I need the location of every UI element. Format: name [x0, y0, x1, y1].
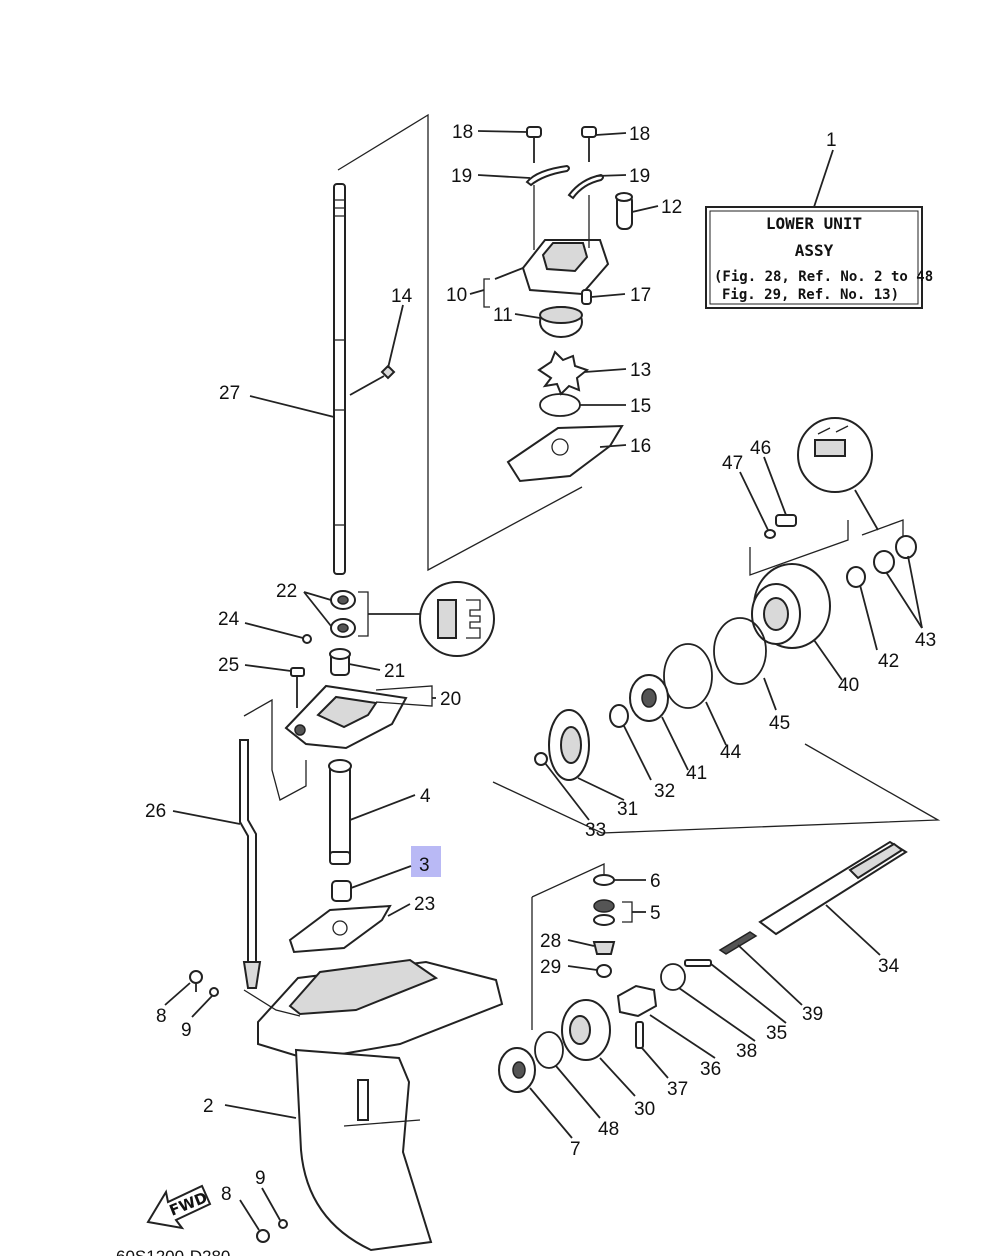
callout-3: 3 [419, 855, 430, 876]
callout-13: 13 [630, 360, 651, 381]
prop-shaft-housing-group [492, 417, 941, 834]
callout-6: 6 [650, 871, 661, 892]
fwd-arrow: FWD [146, 1184, 212, 1230]
callout-15: 15 [630, 396, 651, 417]
callout-4: 4 [420, 786, 431, 807]
callout-22: 22 [276, 581, 297, 602]
callout-8: 8 [221, 1184, 232, 1205]
callout-18: 18 [629, 124, 650, 145]
callout-26: 26 [145, 801, 166, 822]
callout-5: 5 [650, 903, 661, 924]
upper-housing-group [243, 581, 495, 801]
box-note-line1: (Fig. 28, Ref. No. 2 to 48 [714, 269, 933, 285]
callout-25: 25 [218, 655, 239, 676]
callout-12: 12 [661, 197, 682, 218]
box-title-line2: ASSY [795, 241, 834, 260]
box-note-line2: Fig. 29, Ref. No. 13) [722, 287, 899, 303]
callout-39: 39 [802, 1004, 823, 1025]
drive-shaft-group [333, 113, 583, 575]
callout-2: 2 [203, 1096, 214, 1117]
callout-45: 45 [769, 713, 790, 734]
callout-9: 9 [181, 1020, 192, 1041]
callout-11: 11 [493, 305, 513, 326]
callout-33: 33 [585, 820, 606, 841]
callout-19: 19 [451, 166, 472, 187]
highlight-ref-3 [411, 846, 441, 877]
callout-37: 37 [667, 1079, 688, 1100]
callout-30: 30 [634, 1099, 655, 1120]
callout-44: 44 [720, 742, 742, 763]
callout-10: 10 [446, 285, 467, 306]
callout-24: 24 [218, 609, 240, 630]
box-title-line1: LOWER UNIT [766, 214, 862, 233]
leader-lines [164, 130, 923, 1231]
callout-9: 9 [255, 1168, 266, 1189]
callout-42: 42 [878, 651, 899, 672]
callout-18: 18 [452, 122, 473, 143]
callout-36: 36 [700, 1059, 721, 1080]
callout-1: 1 [826, 130, 837, 151]
callout-8: 8 [156, 1006, 167, 1027]
callout-41: 41 [686, 763, 707, 784]
callout-16: 16 [630, 436, 651, 457]
callout-47: 47 [722, 453, 743, 474]
callout-43: 43 [915, 630, 936, 651]
callout-32: 32 [654, 781, 675, 802]
callout-7: 7 [570, 1139, 581, 1160]
callout-labels: 18 18 19 19 12 10 11 17 13 15 16 14 27 2… [145, 122, 936, 1205]
water-pump-group [506, 126, 633, 483]
callout-28: 28 [540, 931, 561, 952]
drawing-code: 60S1200-D280 [116, 1247, 230, 1256]
callout-40: 40 [838, 675, 859, 696]
callout-48: 48 [598, 1119, 619, 1140]
callout-27: 27 [219, 383, 240, 404]
callout-38: 38 [736, 1041, 757, 1062]
lower-casing [189, 958, 504, 1252]
callout-21: 21 [384, 661, 405, 682]
callout-35: 35 [766, 1023, 787, 1044]
shift-rod-group [239, 739, 392, 989]
callout-46: 46 [750, 438, 771, 459]
callout-17: 17 [630, 285, 651, 306]
callout-34: 34 [878, 956, 900, 977]
callout-20: 20 [440, 689, 461, 710]
callout-14: 14 [391, 286, 413, 307]
callout-29: 29 [540, 957, 561, 978]
callout-31: 31 [617, 799, 638, 820]
assembly-reference-box: LOWER UNIT ASSY (Fig. 28, Ref. No. 2 to … [705, 130, 933, 309]
callout-19: 19 [629, 166, 650, 187]
callout-23: 23 [414, 894, 435, 915]
